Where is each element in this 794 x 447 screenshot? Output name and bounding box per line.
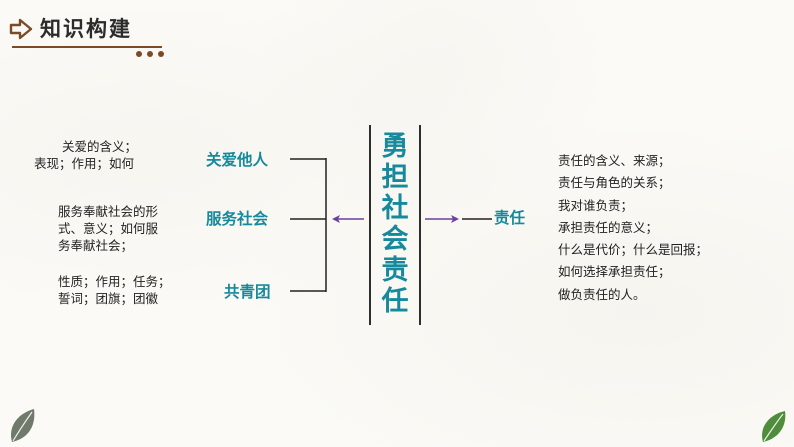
- list-item: 责任的含义、来源；: [558, 153, 671, 168]
- branch-responsibility: 责任: [494, 209, 526, 227]
- center-topic-char: 责: [381, 255, 409, 286]
- responsibility-list: 责任的含义、来源； 责任与角色的关系； 我对谁负责； 承担责任的意义； 什么是代价；什么…: [558, 150, 708, 306]
- left-arrow-icon: [332, 215, 340, 223]
- list-item: 什么是代价；什么是回报；: [558, 242, 709, 258]
- note-line: 誓词；团旗；团徽: [58, 291, 159, 306]
- dot-icon: [158, 51, 164, 57]
- center-topic: 勇担社会责任: [371, 131, 419, 317]
- list-item: 承担责任的意义；: [558, 219, 659, 235]
- title-underline: [12, 46, 162, 48]
- dot-icon: [136, 51, 142, 57]
- decorative-dots: [136, 51, 176, 59]
- arrow-right-icon: [9, 18, 33, 40]
- leaf-icon: [762, 411, 786, 442]
- center-topic-char: 社: [381, 193, 409, 224]
- center-topic-char: 会: [381, 224, 409, 255]
- center-topic-box: 勇担社会责任: [369, 125, 421, 325]
- note-care: 关爱的含义； 表现；作用；如何: [34, 138, 138, 172]
- dot-icon: [147, 51, 153, 57]
- list-item: 如何选择承担责任；: [558, 264, 671, 280]
- note-line: 式、意义；如何服: [58, 221, 159, 236]
- list-item: 我对谁负责；: [558, 197, 634, 213]
- note-line: 性质；作用；任务；: [58, 274, 171, 289]
- note-line: 务奉献社会；: [58, 238, 134, 253]
- list-item: 做负责任的人。: [558, 286, 646, 302]
- page-title: 知识构建: [40, 17, 132, 41]
- note-line: 服务奉献社会的形: [58, 204, 159, 219]
- section-header: 知识构建: [8, 10, 168, 57]
- note-league: 性质；作用；任务； 誓词；团旗；团徽: [58, 273, 171, 307]
- center-topic-char: 勇: [381, 131, 409, 162]
- note-line: 关爱的含义；: [62, 139, 138, 154]
- branch-youth-league: 共青团: [224, 283, 271, 301]
- list-item: 责任与角色的关系；: [558, 175, 671, 191]
- center-topic-char: 任: [381, 286, 409, 317]
- note-service: 服务奉献社会的形 式、意义；如何服 务奉献社会；: [58, 203, 158, 254]
- branch-serve-society: 服务社会: [206, 210, 269, 228]
- branch-care-others: 关爱他人: [206, 151, 269, 169]
- right-arrow-icon: [451, 215, 459, 223]
- center-topic-char: 担: [381, 162, 409, 193]
- note-line: 表现；作用；如何: [34, 156, 135, 171]
- leaf-icon: [10, 409, 35, 442]
